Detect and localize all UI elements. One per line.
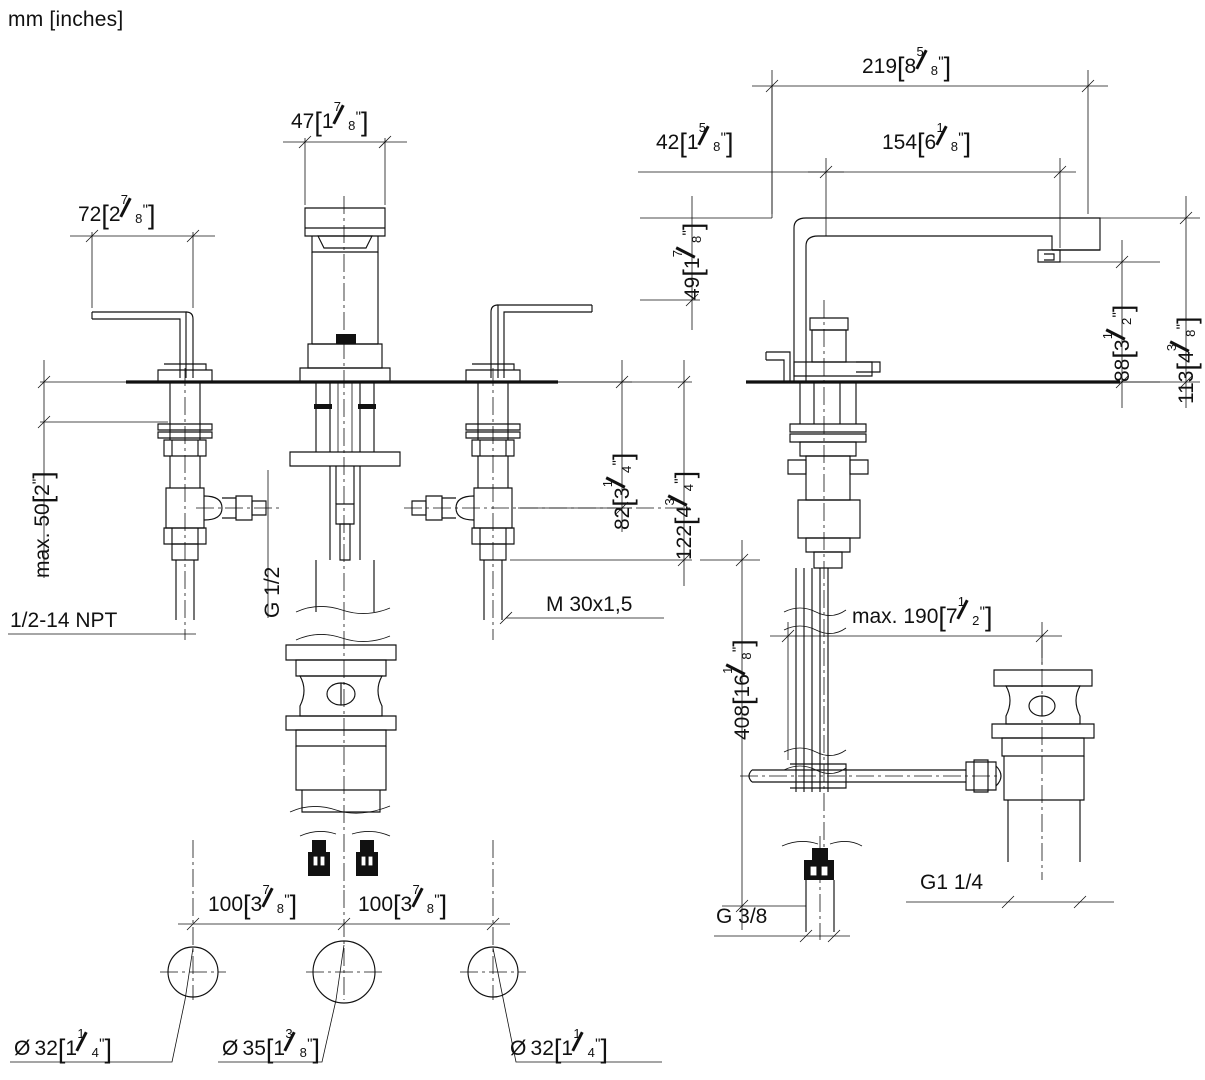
label-g12: G 1/2 — [261, 566, 284, 618]
dim-154 — [808, 158, 1076, 248]
side-popup-waste — [740, 640, 1095, 880]
leader-m30 — [499, 611, 664, 625]
dim-72 — [70, 229, 215, 308]
dim-122 — [510, 360, 692, 586]
dim-47 — [283, 135, 407, 205]
label-npt: 1/2-14 NPT — [10, 609, 118, 632]
side-below-deck — [783, 300, 869, 860]
left-valve-assembly — [91, 311, 282, 640]
dim-42 — [638, 86, 844, 218]
dim-max50 — [37, 360, 168, 578]
leader-g38 — [714, 929, 850, 943]
right-valve-assembly — [404, 304, 692, 640]
dim-label-max50: max. 50[2"] — [28, 471, 58, 578]
leader-g114 — [906, 895, 1114, 909]
dim-max190 — [770, 622, 1062, 760]
side-view — [638, 70, 1200, 943]
dim-113 — [1100, 196, 1200, 408]
dim-408 — [700, 540, 806, 930]
units-note: mm [inches] — [8, 8, 124, 31]
side-g38-fitting — [781, 836, 863, 940]
hole-pattern — [10, 840, 662, 1063]
label-g38: G 3/8 — [716, 905, 768, 928]
dim-49 — [640, 196, 772, 330]
center-spout-assembly — [285, 196, 401, 890]
side-spout — [793, 217, 1101, 382]
bottom-fitting-pair — [299, 831, 391, 876]
front-view — [8, 135, 692, 1063]
side-handle — [765, 351, 791, 382]
side-cartridge — [793, 317, 881, 377]
label-g114: G1 1/4 — [920, 871, 984, 894]
label-m30: M 30x1,5 — [546, 593, 633, 616]
